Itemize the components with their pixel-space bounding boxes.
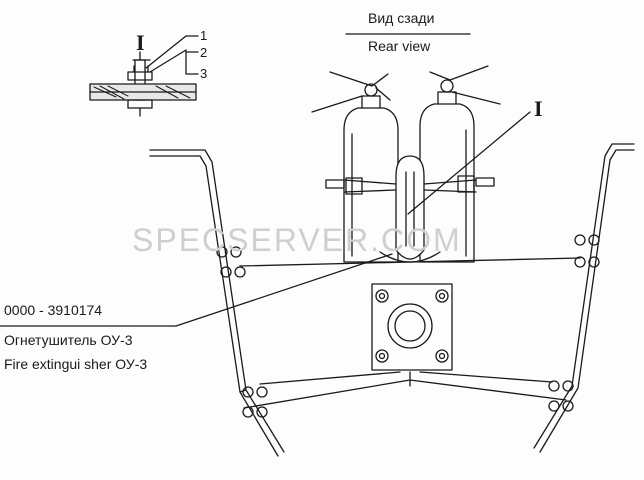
part-name-en: Fire extingui sher ОУ-3 (4, 356, 148, 372)
detail-i-section (89, 35, 199, 117)
part-number: 0000 - 3910174 (4, 302, 103, 318)
callout-1: 1 (200, 28, 208, 43)
extinguisher-left (311, 71, 399, 263)
detail-marker-top: I (136, 30, 145, 55)
center-clamp (343, 155, 477, 263)
watermark: SPECSERVER.COM (132, 222, 462, 258)
detail-i-leader (407, 111, 531, 215)
part-leader (175, 253, 393, 327)
callout-2: 2 (200, 45, 208, 60)
extinguisher-right (419, 65, 501, 263)
right-bracket (533, 143, 635, 453)
left-bracket (149, 149, 285, 457)
detail-marker-right: I (534, 96, 543, 121)
view-title-en: Rear view (368, 38, 431, 54)
view-title-ru: Вид сзади (368, 10, 435, 26)
callout-3: 3 (200, 66, 208, 81)
part-name-ru: Огнетушитель ОУ-3 (4, 332, 133, 348)
frame-crossbars (239, 257, 581, 409)
mounting-plate (371, 283, 453, 371)
